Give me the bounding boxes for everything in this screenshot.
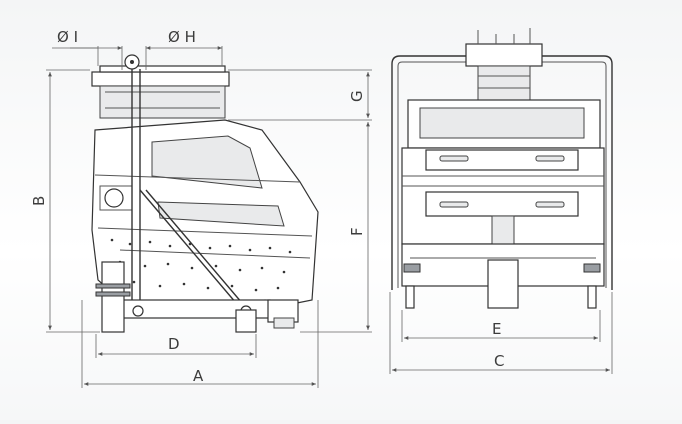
side-view: [91, 54, 319, 333]
dim-label-I: Ø I: [57, 28, 78, 46]
dim-label-G: G: [348, 90, 366, 102]
front-outlet: [487, 259, 519, 309]
dim-label-E: E: [492, 320, 501, 338]
dim-label-B: B: [30, 196, 48, 206]
left-leg: [101, 261, 125, 333]
side-dimensions: Ø I Ø H B G F D A: [30, 28, 372, 388]
upper-window: [151, 135, 263, 189]
dim-label-A: A: [193, 367, 204, 385]
dim-label-H: Ø H: [168, 28, 196, 46]
dim-label-C: C: [494, 352, 504, 370]
dim-label-F: F: [348, 227, 366, 236]
inlet-neck: [99, 85, 226, 119]
front-view: [391, 28, 613, 309]
front-dimensions: E C: [389, 292, 613, 374]
right-leg: [235, 309, 257, 333]
inspection-port: [104, 188, 124, 208]
diagonal-brace: [139, 189, 243, 311]
top-inlet: [465, 43, 543, 67]
inlet-flange: [91, 71, 230, 87]
dim-label-D: D: [168, 335, 180, 353]
